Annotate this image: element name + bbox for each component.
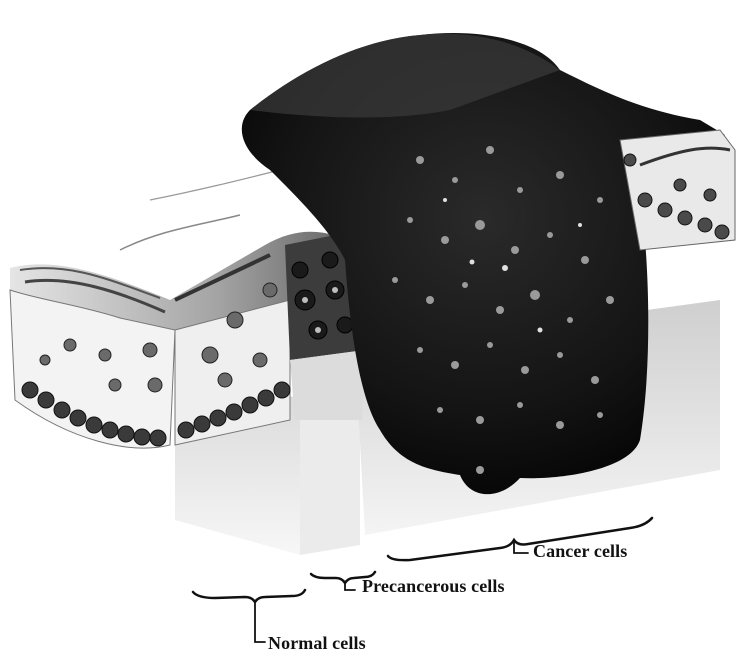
precancerous-cells-label: Precancerous cells [362, 576, 505, 597]
right-tissue [620, 130, 735, 250]
cancer-cells-label: Cancer cells [533, 541, 627, 562]
normal-cells-label: Normal cells [268, 633, 366, 654]
